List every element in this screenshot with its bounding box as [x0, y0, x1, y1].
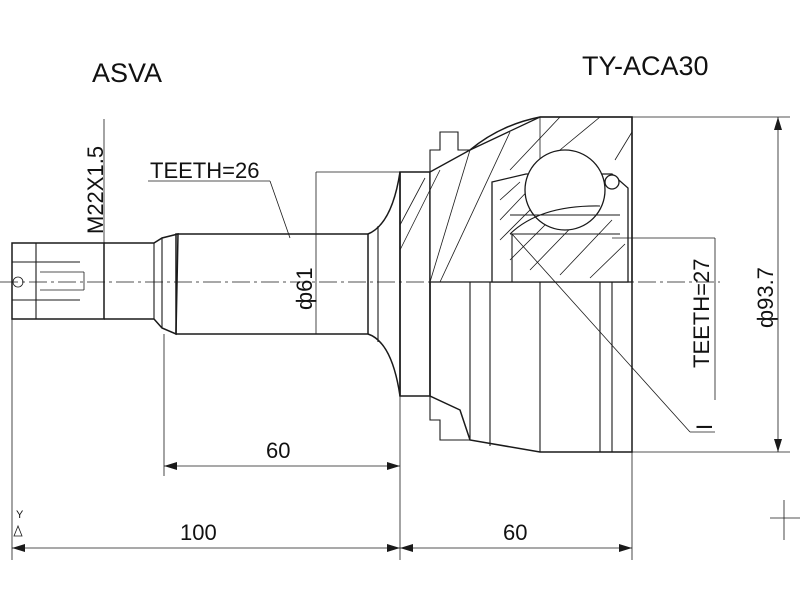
section-mark: I	[692, 424, 717, 430]
body-diameter-label: ф93.7	[753, 267, 778, 328]
threaded-end	[11, 242, 105, 320]
spline-section	[104, 171, 401, 397]
part-number-label: TY-ACA30	[582, 51, 709, 81]
total-left-label: 100	[180, 520, 217, 545]
teeth-inner-label: TEETH=27	[689, 259, 714, 368]
teeth-outer-label: TEETH=26	[150, 158, 259, 183]
thread-label: M22X1.5	[83, 146, 108, 234]
inner-race	[491, 149, 629, 283]
axis-marker: Y	[16, 509, 24, 521]
total-right-label: 60	[503, 520, 527, 545]
shaft-diameter-label: ф61	[292, 267, 317, 310]
stem-length-label: 60	[266, 438, 290, 463]
brand-label: ASVA	[92, 58, 162, 88]
